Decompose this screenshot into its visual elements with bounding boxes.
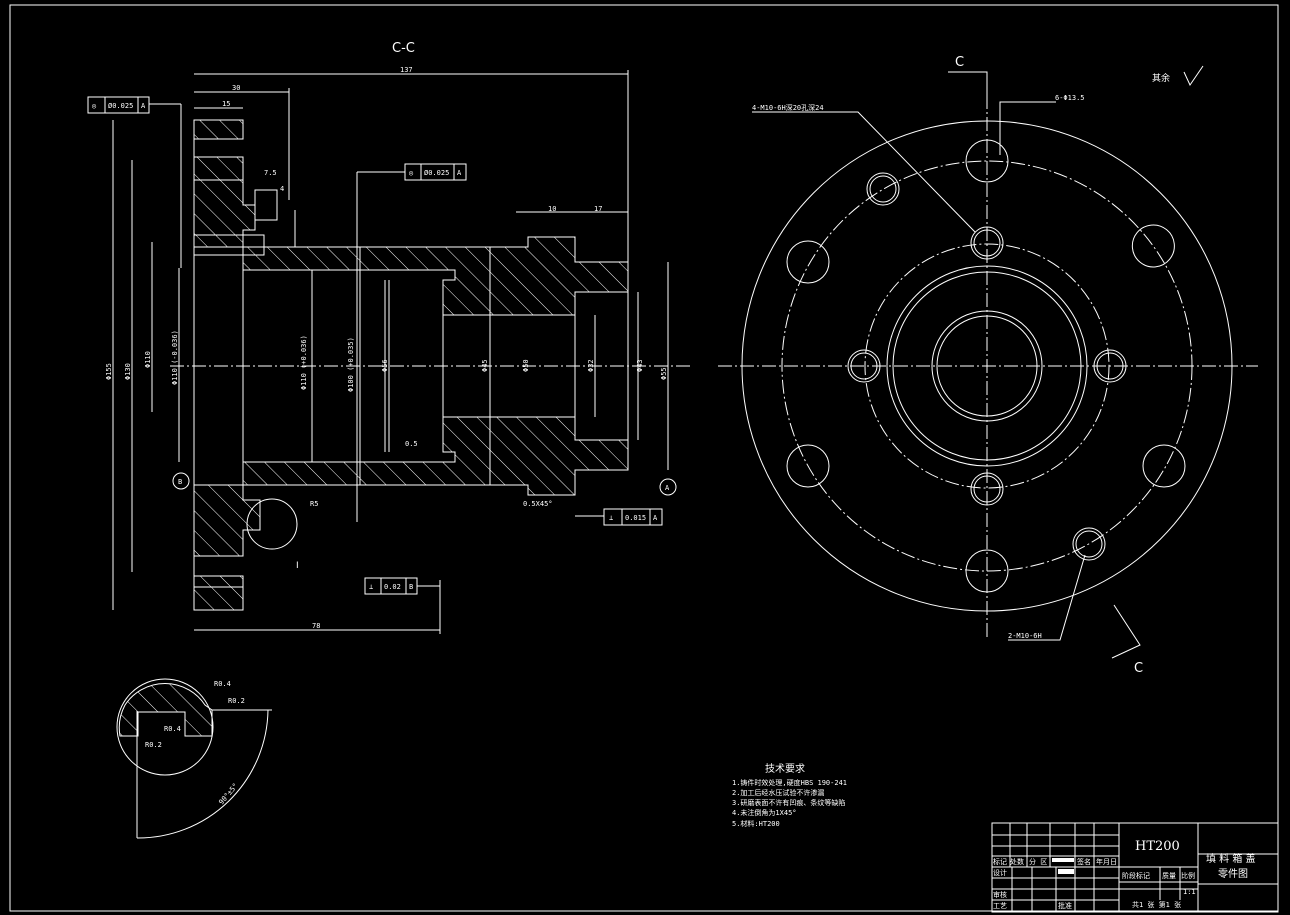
svg-text:2.加工后经水压试验不许渗漏: 2.加工后经水压试验不许渗漏 xyxy=(732,788,824,797)
svg-text:阶段标记: 阶段标记 xyxy=(1122,871,1150,880)
detail-label: I xyxy=(296,561,299,571)
svg-text:15: 15 xyxy=(222,100,230,108)
hub-bottom-section xyxy=(242,416,629,496)
svg-text:技术要求: 技术要求 xyxy=(765,762,805,775)
hub-top-section xyxy=(242,236,629,316)
svg-text:3.研磨表面不许有凹痕、条纹等缺陷: 3.研磨表面不许有凹痕、条纹等缺陷 xyxy=(732,798,845,807)
svg-text:Ø0.025: Ø0.025 xyxy=(108,102,133,110)
datum-a xyxy=(659,478,677,496)
svg-text:0.5: 0.5 xyxy=(405,440,418,448)
svg-text:R0.2: R0.2 xyxy=(228,697,245,705)
svg-text:审核: 审核 xyxy=(993,890,1007,899)
svg-text:R5: R5 xyxy=(310,500,318,508)
end-view: C C 4-M10-6H深20孔深24 6-Φ13.5 2-M10-6H 其余 xyxy=(718,55,1258,676)
svg-text:A: A xyxy=(457,169,462,177)
svg-text:Φ50: Φ50 xyxy=(522,359,530,372)
svg-text:R0.2: R0.2 xyxy=(145,741,162,749)
svg-text:工艺: 工艺 xyxy=(993,902,1007,910)
svg-text:Φ56: Φ56 xyxy=(381,359,389,372)
technical-requirements: 技术要求 1.铸件时效处理,硬度HBS 190-241 2.加工后经水压试验不许… xyxy=(732,762,847,828)
flange-top-section xyxy=(193,119,256,248)
svg-text:共1 张 第1 张: 共1 张 第1 张 xyxy=(1132,900,1181,909)
svg-text:R0.4: R0.4 xyxy=(164,725,181,733)
svg-text:2-M10-6H: 2-M10-6H xyxy=(1008,632,1042,640)
svg-text:批准: 批准 xyxy=(1058,901,1072,910)
svg-text:标记: 标记 xyxy=(993,857,1007,866)
svg-text:填 料 箱 盖: 填 料 箱 盖 xyxy=(1206,852,1256,865)
tolerance-frame: ⊥ 0.02 B xyxy=(364,577,440,595)
svg-text:17: 17 xyxy=(594,205,602,213)
small-holes xyxy=(847,172,1127,561)
svg-text:C: C xyxy=(1134,661,1143,676)
svg-text:0.02: 0.02 xyxy=(384,583,401,591)
tolerance-frame: ◎ Ø0.025 A xyxy=(357,163,467,181)
detail-view: R0.4 R0.2 R0.4 R0.2 90°±5° xyxy=(116,678,272,839)
svg-text:B: B xyxy=(178,478,182,486)
svg-text:A: A xyxy=(653,514,658,522)
datum-b xyxy=(172,472,190,490)
svg-text:Φ110: Φ110 xyxy=(144,351,152,368)
svg-text:◎: ◎ xyxy=(409,169,414,177)
svg-text:Φ155: Φ155 xyxy=(105,363,113,380)
svg-text:比例: 比例 xyxy=(1181,871,1195,880)
svg-text:1.铸件时效处理,硬度HBS 190-241: 1.铸件时效处理,硬度HBS 190-241 xyxy=(732,778,847,787)
svg-text:4.未注倒角为1X45°: 4.未注倒角为1X45° xyxy=(732,808,797,817)
svg-text:处数: 处数 xyxy=(1010,857,1024,866)
svg-text:签名: 签名 xyxy=(1077,857,1091,866)
svg-text:分 区: 分 区 xyxy=(1029,857,1047,866)
title-block: HT200 填 料 箱 盖 零件图 标记 处数 分 区 签名 年月日 设计 审核… xyxy=(991,822,1279,913)
svg-text:⊥: ⊥ xyxy=(609,514,613,522)
svg-text:Φ45: Φ45 xyxy=(481,359,489,372)
svg-text:0.5X45°: 0.5X45° xyxy=(523,500,553,508)
svg-text:B: B xyxy=(409,583,413,591)
svg-text:◎: ◎ xyxy=(92,102,97,110)
svg-text:Φ130: Φ130 xyxy=(124,363,132,380)
svg-text:30: 30 xyxy=(232,84,240,92)
svg-text:78: 78 xyxy=(312,622,320,630)
svg-text:4-M10-6H深20孔深24: 4-M10-6H深20孔深24 xyxy=(752,103,824,112)
svg-text:A: A xyxy=(141,102,146,110)
flange-bottom-section xyxy=(193,484,261,611)
section-view: C-C I 137 30 15 7.5 4 10 17 78 R5 0.5 0.… xyxy=(87,41,690,634)
svg-text:A: A xyxy=(665,484,670,492)
svg-text:⊥: ⊥ xyxy=(369,583,373,591)
tolerance-frame: ◎ Ø0.025 A xyxy=(87,96,182,268)
svg-text:Ø0.025: Ø0.025 xyxy=(424,169,449,177)
svg-text:零件图: 零件图 xyxy=(1218,868,1248,880)
svg-text:Φ43: Φ43 xyxy=(636,359,644,372)
svg-text:137: 137 xyxy=(400,66,413,74)
svg-text:Φ100 (+0.035): Φ100 (+0.035) xyxy=(347,337,355,392)
svg-text:其余: 其余 xyxy=(1152,72,1170,84)
svg-text:5.材料:HT200: 5.材料:HT200 xyxy=(732,819,780,828)
svg-text:C: C xyxy=(955,55,964,70)
bolt-holes xyxy=(786,139,1186,593)
svg-text:4: 4 xyxy=(280,185,284,193)
svg-text:10: 10 xyxy=(548,205,556,213)
tolerance-frame: ⊥ 0.015 A xyxy=(575,508,663,526)
svg-text:6-Φ13.5: 6-Φ13.5 xyxy=(1055,94,1085,102)
svg-text:Φ110 (-0.036): Φ110 (-0.036) xyxy=(171,330,179,385)
svg-text:Φ32: Φ32 xyxy=(587,359,595,372)
svg-text:R0.4: R0.4 xyxy=(214,680,231,688)
svg-text:设计: 设计 xyxy=(993,868,1007,877)
svg-text:质量: 质量 xyxy=(1162,871,1176,880)
svg-text:Φ55: Φ55 xyxy=(660,367,668,380)
section-label: C-C xyxy=(392,41,415,56)
svg-text:90°±5°: 90°±5° xyxy=(217,782,239,807)
detail-circle xyxy=(246,498,298,550)
svg-text:1:1: 1:1 xyxy=(1183,888,1196,896)
svg-text:0.015: 0.015 xyxy=(625,514,646,522)
drawing-border xyxy=(9,4,1279,912)
svg-text:HT200: HT200 xyxy=(1135,839,1180,854)
svg-text:年月日: 年月日 xyxy=(1096,857,1117,866)
svg-text:7.5: 7.5 xyxy=(264,169,277,177)
svg-text:Φ110 (+0.036): Φ110 (+0.036) xyxy=(300,335,308,390)
